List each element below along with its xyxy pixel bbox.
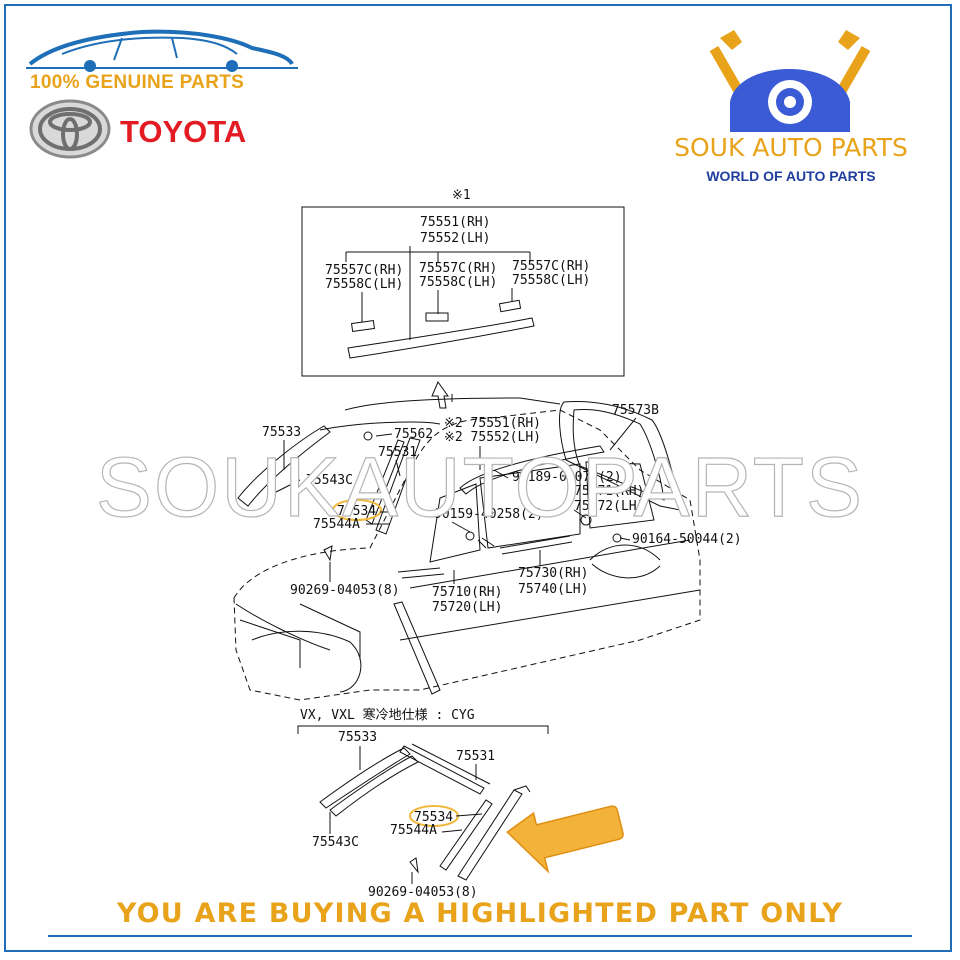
souk-tagline: WORLD OF AUTO PARTS: [706, 168, 876, 184]
car-logo-icon: [26, 29, 298, 72]
label-75558c-a: 75558C(LH): [325, 277, 403, 292]
label-75740: 75740(LH): [518, 582, 588, 597]
car-outline: [233, 394, 701, 701]
label-75544a-main: 75544A: [313, 517, 360, 532]
toyota-brand-text: TOYOTA: [120, 114, 247, 149]
label-75557c-b: 75557C(RH): [419, 261, 497, 276]
label-75531-inset: 75531: [456, 749, 495, 764]
purchase-notice-banner: YOU ARE BUYING A HIGHLIGHTED PART ONLY: [116, 898, 844, 929]
label-75671: 75671(RH): [574, 484, 644, 499]
top-inset: ※1 75551(RH) 75552(LH) 75557C(RH) 75558C…: [301, 188, 625, 409]
highlight-arrow-icon: [506, 805, 624, 874]
label-75720: 75720(LH): [432, 600, 502, 615]
label-75573b: 75573B: [612, 403, 659, 418]
label-90164: 90164-50044(2): [632, 532, 742, 547]
label-75562: 75562: [394, 427, 433, 442]
label-75543c: 75543C: [306, 473, 353, 488]
label-75534-inset: 75534: [414, 810, 453, 825]
main-labels: 75573B 75533 75562 ※2 75551(RH) ※2 75552…: [262, 403, 742, 615]
toyota-emblem-icon: [29, 99, 111, 159]
label-75557c-a: 75557C(RH): [325, 263, 403, 278]
label-90269-inset: 90269-04053(8): [368, 885, 478, 900]
label-75710: 75710(RH): [432, 585, 502, 600]
page-frame: [4, 4, 952, 952]
label-75672: 75672(LH): [574, 499, 644, 514]
label-75558c-b: 75558C(LH): [419, 275, 497, 290]
label-75544a-inset: 75544A: [390, 823, 437, 838]
label-90269-main: 90269-04053(8): [290, 583, 400, 598]
label-75534-main: 75534: [337, 504, 376, 519]
label-75557c-c: 75557C(RH): [512, 259, 590, 274]
inset-marker: ※1: [452, 188, 471, 203]
label-75552: ※2 75552(LH): [444, 430, 541, 445]
watermark-text: SOUKAUTOPARTS: [96, 440, 864, 534]
label-75558c-c: 75558C(LH): [512, 273, 590, 288]
label-75533: 75533: [262, 425, 301, 440]
bottom-inset: VX, VXL 寒冷地仕様 : CYG 75533 75531 75534 75…: [297, 707, 549, 900]
label-75552-inset: 75552(LH): [420, 231, 490, 246]
label-90189: 90189-05072(2): [512, 470, 622, 485]
bottom-divider: [48, 935, 912, 937]
label-75730: 75730(RH): [518, 566, 588, 581]
label-75531: 75531: [378, 445, 417, 460]
genuine-parts-tagline: 100% GENUINE PARTS: [30, 72, 245, 93]
inset-caption: VX, VXL 寒冷地仕様 : CYG: [300, 707, 475, 723]
souk-brand-name: SOUK AUTO PARTS: [674, 133, 908, 162]
label-75551-inset: 75551(RH): [420, 215, 490, 230]
label-90159: 90159-40258(2): [434, 507, 544, 522]
souk-logo-icon: [709, 30, 871, 132]
label-75543c-inset: 75543C: [312, 835, 359, 850]
label-75551: ※2 75551(RH): [444, 416, 541, 431]
label-75533-inset: 75533: [338, 730, 377, 745]
highlight-ring-main: [332, 499, 382, 521]
